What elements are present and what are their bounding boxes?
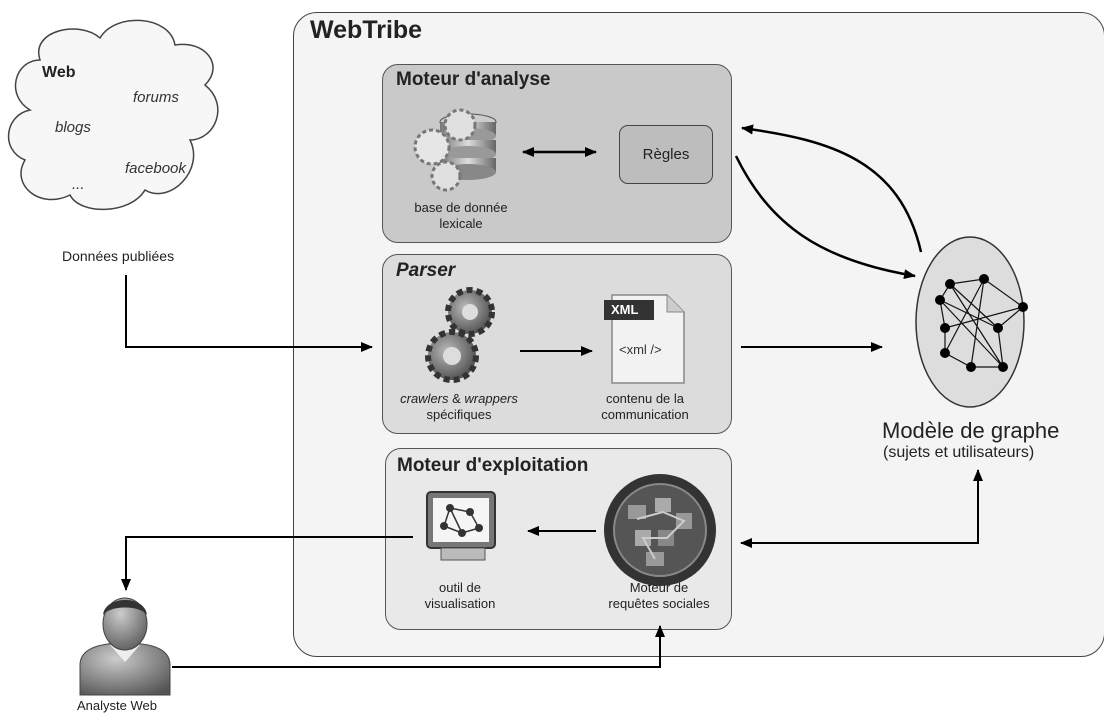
crawlers-caption: crawlers & wrappers spécifiques — [384, 391, 534, 423]
content-caption: contenu de la communication — [580, 391, 710, 423]
query-line1: Moteur de — [629, 580, 689, 595]
web-cloud-icon — [8, 19, 219, 211]
viz-line1: outil de — [439, 580, 481, 595]
db-caption: base de donnée lexicale — [390, 200, 532, 232]
content-line1: contenu de la — [605, 391, 685, 406]
db-caption-line1: base de donnée — [414, 200, 508, 215]
user-to-query-arrow — [172, 625, 665, 668]
user-label: Analyste Web — [77, 698, 157, 713]
gears-icon — [425, 287, 495, 383]
cloud-web-label: Web — [42, 64, 76, 81]
social-query-engine-icon — [604, 474, 716, 586]
cloud-facebook-label: facebook — [125, 160, 186, 177]
rules-box: Règles — [619, 125, 713, 184]
visualisation-monitor-icon — [426, 491, 496, 561]
published-data-caption: Données publiées — [62, 248, 175, 264]
user-avatar-icon — [79, 597, 171, 696]
graph-model-title: Modèle de graphe — [882, 418, 1060, 443]
xml-badge: XML — [611, 302, 639, 317]
webtribe-title: WebTribe — [310, 16, 423, 44]
query-graph-arrow — [740, 469, 983, 548]
exploitation-panel-title: Moteur d'exploitation — [397, 455, 589, 476]
query-line2: requêtes sociales — [608, 596, 710, 611]
analysis-panel-title: Moteur d'analyse — [396, 69, 551, 90]
graph-model-icon — [915, 236, 1028, 408]
cloud-blogs-label: blogs — [55, 119, 91, 136]
parser-panel-title: Parser — [396, 260, 456, 281]
content-line2: communication — [601, 407, 689, 422]
wrappers-word: wrappers — [464, 391, 518, 406]
lexical-database-icon — [413, 108, 497, 192]
analysis-to-graph-arrow — [734, 155, 916, 280]
cloud-forums-label: forums — [133, 89, 179, 106]
crawlers-amp: & — [448, 391, 465, 406]
cloud-ellipsis-label: ... — [72, 176, 85, 193]
query-caption: Moteur de requêtes sociales — [584, 580, 734, 612]
crawlers-word: crawlers — [400, 391, 449, 406]
graph-to-rules-arrow — [741, 124, 923, 253]
viz-line2: visualisation — [424, 596, 496, 611]
xml-tag-text: <xml /> — [619, 342, 662, 357]
data-to-parser-arrow — [125, 275, 373, 352]
db-caption-line2: lexicale — [439, 216, 483, 231]
crawlers-line2: spécifiques — [426, 407, 492, 422]
viz-to-user-arrow — [121, 536, 413, 591]
graph-model-subtitle: (sujets et utilisateurs) — [883, 444, 1035, 461]
viz-caption: outil de visualisation — [400, 580, 520, 612]
xml-document-icon — [604, 294, 685, 384]
